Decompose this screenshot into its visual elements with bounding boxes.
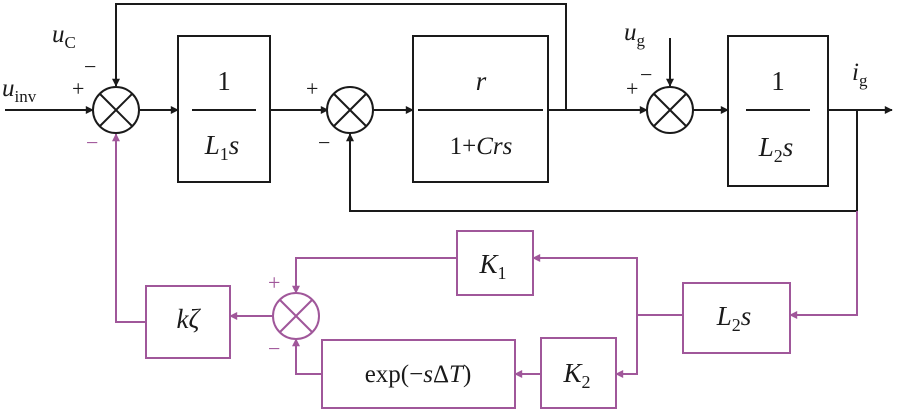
block-inv-l1s-numerator: 1 [217, 66, 231, 96]
wire-delay-to-sum4 [292, 338, 322, 375]
block-k2: K2 [540, 337, 617, 409]
block-inv-l2s: 1 L2s [727, 35, 829, 187]
wire-u-c-feedback [112, 3, 567, 110]
sign-sum4-minus: − [268, 336, 280, 361]
wire-kzeta-to-sum1 [112, 133, 146, 323]
wire-i-g-inner-feedback [346, 110, 858, 212]
sign-sum3-minus: − [640, 62, 652, 87]
wire-k1-to-sum4 [292, 257, 457, 294]
block-k1: K1 [456, 230, 534, 296]
sign-sum1-plus: + [72, 76, 84, 101]
block-l2s: L2s [682, 282, 791, 354]
forward-path-wires [5, 3, 893, 212]
wire-i-g-to-l2s [789, 211, 858, 319]
block-delay: exp(−sΔT) [321, 339, 516, 409]
sign-sum1-minus-bottom: − [86, 130, 98, 155]
block-k2-label: K2 [562, 358, 590, 392]
block-inv-l1s: 1 L1s [177, 35, 271, 183]
summing-junction-1 [92, 86, 140, 134]
summing-junction-3 [646, 86, 694, 134]
sign-sum4-plus: + [268, 270, 280, 295]
block-capacitor-numerator: r [476, 66, 487, 96]
block-k1-label: K1 [478, 249, 506, 283]
sign-sum2-plus: + [306, 76, 318, 101]
wire-split-to-k1 [532, 254, 638, 315]
label-i-g: ig [852, 59, 868, 90]
summing-junction-2 [326, 86, 374, 134]
sign-sum3-plus: + [626, 76, 638, 101]
block-capacitor-denominator: 1+Crs [450, 133, 513, 160]
block-k-zeta-label: kζ [177, 304, 202, 334]
sign-sum2-minus: − [318, 130, 330, 155]
label-u-c: uC [52, 21, 76, 52]
block-l2s-label: L2s [716, 301, 752, 335]
sign-sum1-minus-top: − [84, 54, 96, 79]
block-k-zeta: kζ [145, 285, 231, 359]
label-u-inv: uinv [2, 75, 37, 106]
label-u-g: ug [624, 19, 646, 50]
block-capacitor: r 1+Crs [412, 35, 549, 183]
sign-markers: + − − + − + − + − [72, 54, 652, 361]
block-inv-l1s-denominator: L1s [204, 130, 240, 164]
block-inv-l2s-denominator: L2s [758, 132, 794, 166]
block-inv-l2s-numerator: 1 [771, 66, 785, 96]
summing-junction-4 [272, 292, 320, 340]
active-damping-wires [112, 133, 858, 378]
block-delay-label: exp(−sΔT) [365, 361, 472, 388]
wire-split-to-k2 [615, 315, 638, 378]
